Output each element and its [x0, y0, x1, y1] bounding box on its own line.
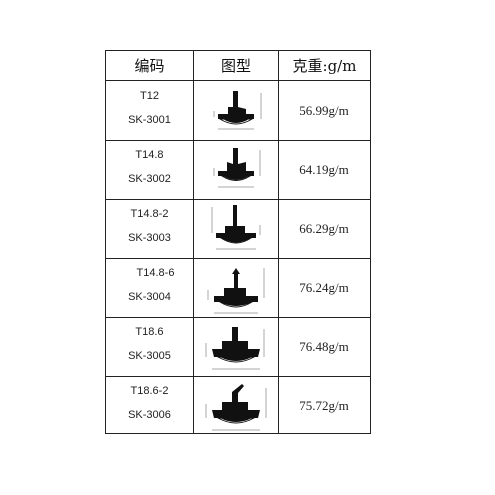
code-label: SK-3003: [128, 232, 171, 244]
table-row: T14.8 SK-3002 64.19g/m: [106, 140, 370, 199]
model-label: T18.6: [135, 326, 164, 338]
header-weight: 克重:g/m: [292, 57, 357, 75]
header-code: 编码: [134, 57, 165, 75]
model-label: T18.6-2: [130, 385, 169, 397]
model-label: T14.8: [135, 149, 164, 161]
column-divider: [278, 51, 279, 433]
row-divider: [106, 199, 370, 200]
profile-drawing-t12: [194, 81, 278, 140]
header-figure: 图型: [220, 57, 251, 75]
column-divider: [193, 51, 194, 433]
model-label: T14.8-6: [136, 267, 175, 279]
weight-cell: 56.99g/m: [299, 102, 349, 118]
code-label: SK-3004: [128, 291, 171, 303]
weight-cell: 66.29g/m: [299, 220, 349, 236]
model-label: T14.8-2: [130, 208, 169, 220]
model-label: T12: [140, 90, 159, 102]
product-table: 编码 图型 克重:g/m T12 SK-3001 56.99g/m: [105, 50, 371, 434]
row-divider: [106, 317, 370, 318]
table-row: T18.6-2 SK-3006 75.72g/m: [106, 376, 370, 435]
profile-drawing-t14-8-6: [194, 258, 278, 317]
table-row: T14.8-6 SK-3004 76.24g/m: [106, 258, 370, 317]
table-row: T18.6 SK-3005 76.48g/m: [106, 317, 370, 376]
table-header: 编码 图型 克重:g/m: [106, 51, 370, 81]
profile-drawing-t14-8: [194, 140, 278, 199]
weight-cell: 64.19g/m: [299, 161, 349, 177]
profile-drawing-t18-6: [194, 317, 278, 376]
weight-cell: 75.72g/m: [299, 397, 349, 413]
code-label: SK-3002: [128, 173, 171, 185]
row-divider: [106, 140, 370, 141]
profile-drawing-t18-6-2: [194, 376, 278, 435]
row-divider: [106, 258, 370, 259]
code-label: SK-3005: [128, 350, 171, 362]
weight-cell: 76.48g/m: [299, 338, 349, 354]
table-row: T14.8-2 SK-3003 66.29g/m: [106, 199, 370, 258]
row-divider: [106, 376, 370, 377]
weight-cell: 76.24g/m: [299, 279, 349, 295]
code-label: SK-3006: [128, 409, 171, 421]
profile-drawing-t14-8-2: [194, 199, 278, 258]
code-label: SK-3001: [128, 114, 171, 126]
table-row: T12 SK-3001 56.99g/m: [106, 81, 370, 140]
